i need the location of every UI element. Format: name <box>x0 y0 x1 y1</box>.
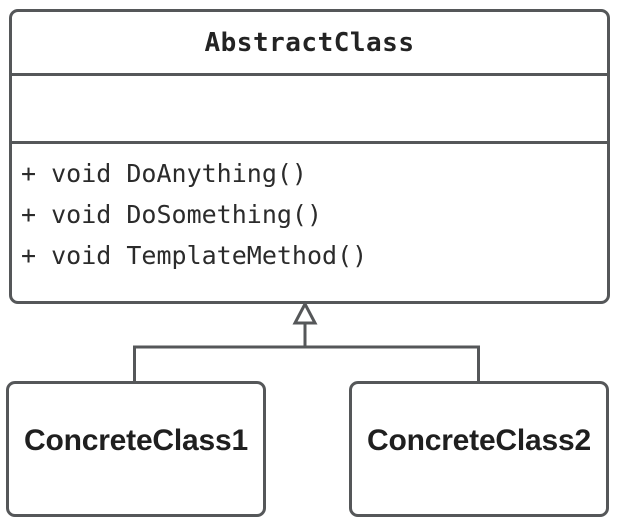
class-box-concrete-class-1[interactable]: ConcreteClass1 <box>6 381 266 517</box>
method-row: + void DoAnything() <box>21 159 307 188</box>
class-name-label: ConcreteClass1 <box>24 424 248 457</box>
class-name-label: AbstractClass <box>204 27 415 58</box>
class-name-label: ConcreteClass2 <box>367 424 591 457</box>
class-box-abstract-class[interactable]: AbstractClass + void DoAnything() + void… <box>9 9 610 304</box>
inheritance-arrowhead-icon <box>292 300 318 325</box>
class-methods-compartment: + void DoAnything() + void DoSomething()… <box>12 144 607 282</box>
method-row: + void DoSomething() <box>21 200 323 229</box>
method-row: + void TemplateMethod() <box>21 241 368 270</box>
class-title-compartment: AbstractClass <box>12 12 607 76</box>
class-box-concrete-class-2[interactable]: ConcreteClass2 <box>349 381 609 517</box>
class-attributes-compartment <box>12 76 607 144</box>
